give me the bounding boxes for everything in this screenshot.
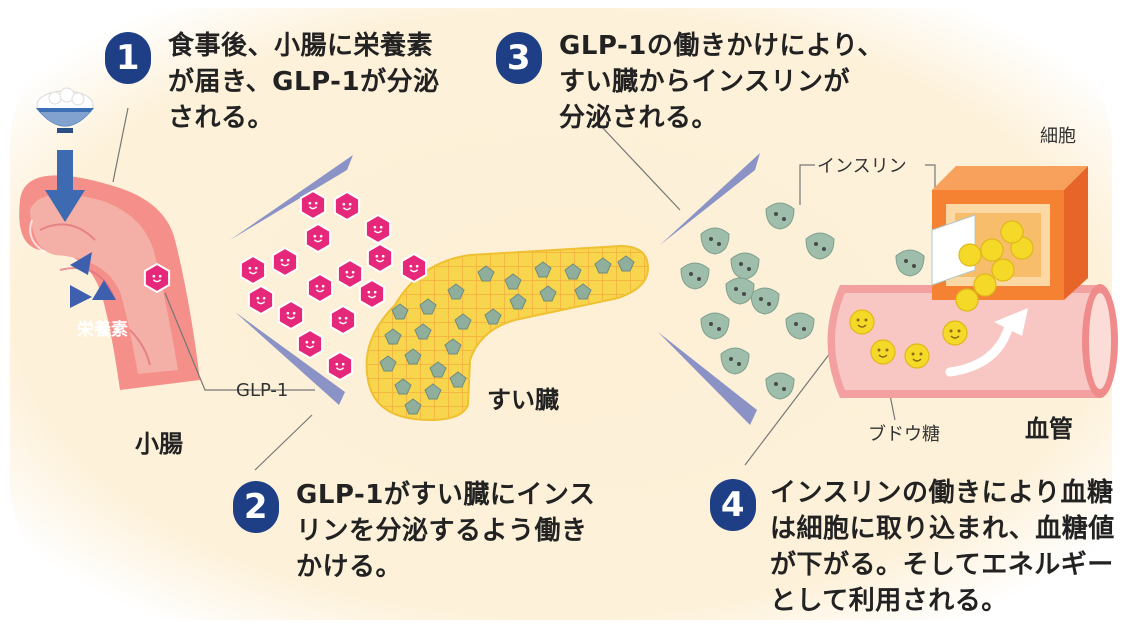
- glucose-molecule: [958, 243, 982, 267]
- insulin-molecule: [725, 277, 755, 305]
- step-1: 1 食事後、小腸に栄養素 が届き、GLP-1が分泌 される。: [105, 28, 440, 136]
- glp1-hexagon: [366, 242, 394, 274]
- step-number-badge: 2: [233, 481, 279, 533]
- step-3: 3 GLP-1の働きかけにより、 すい臓からインスリンが 分泌される。: [496, 28, 884, 136]
- small-intestine-label: 小腸: [135, 430, 183, 458]
- glp1-hexagon: [358, 278, 386, 310]
- insulin-molecule: [700, 312, 730, 340]
- funnel-left-bottom: [235, 312, 345, 405]
- step-4: 4 インスリンの働きにより血糖 は細胞に取り込まれ、血糖値 が下がる。そしてエネ…: [710, 475, 1115, 619]
- step-text-line: 食事後、小腸に栄養素: [168, 31, 434, 61]
- nutrient-triangle: [70, 252, 92, 275]
- step-text-line: 分泌される。: [559, 103, 719, 133]
- glp1-hexagon: [304, 222, 332, 254]
- pancreas-label: すい臓: [487, 386, 559, 414]
- up-arrow-head: [994, 308, 1028, 336]
- rice-bowl-icon: [36, 87, 94, 133]
- small-intestine: [19, 175, 200, 390]
- pancreas-insulin-granules: [379, 255, 635, 415]
- glp1-label: GLP-1: [236, 380, 289, 401]
- insulin-molecule: [680, 262, 710, 290]
- nutrient-triangle: [92, 280, 116, 300]
- step-text-line: GLP-1の働きかけにより、: [559, 31, 884, 61]
- step-text-line: すい臓からインスリンが: [559, 67, 850, 97]
- step-text-line: が届き、GLP-1が分泌: [168, 67, 440, 97]
- insulin-molecule: [720, 347, 750, 375]
- glp1-hexagon-group: [143, 189, 428, 382]
- cell-label: 細胞: [1040, 126, 1076, 147]
- glucose-molecule: [1000, 220, 1024, 244]
- glp1-hexagon: [336, 258, 364, 290]
- step-text-line: される。: [168, 103, 275, 133]
- glp1-hexagon: [239, 254, 267, 286]
- step-text-line: かける。: [296, 552, 403, 582]
- glucose-label: ブドウ糖: [868, 424, 940, 445]
- glucose-molecule: [870, 339, 896, 365]
- glp1-hexagon: [296, 328, 324, 360]
- step-text-line: が下がる。そしてエネルギー: [770, 550, 1114, 580]
- glp1-hexagon: [326, 350, 354, 382]
- glucose-molecule: [955, 288, 979, 312]
- background-panel: [10, 8, 1112, 620]
- insulin-molecule: [750, 287, 780, 315]
- glucose-group: [849, 220, 1034, 369]
- glucose-molecule: [973, 273, 997, 297]
- step-number-badge: 4: [710, 479, 756, 531]
- step-number-badge: 3: [496, 32, 542, 84]
- insulin-molecule: [765, 372, 795, 400]
- step-number-badge: 1: [105, 32, 151, 84]
- glp1-hexagon: [143, 262, 171, 294]
- funnel-right-top: [660, 153, 760, 245]
- insulin-label: インスリン: [817, 156, 907, 177]
- funnel-left-top: [230, 155, 353, 240]
- cell-membrane-opening: [931, 214, 976, 286]
- glucose-molecule: [904, 343, 930, 369]
- step-text-line: リンを分泌するよう働き: [296, 516, 588, 546]
- glucose-molecule: [849, 309, 875, 335]
- step-text-line: GLP-1がすい臓にインス: [296, 480, 596, 510]
- glp1-hexagon: [299, 189, 327, 221]
- step-text-line: として利用される。: [770, 586, 1008, 616]
- insulin-molecule: [730, 252, 760, 280]
- glp1-hexagon: [333, 190, 361, 222]
- glp1-hexagon: [329, 304, 357, 336]
- up-arrow-icon: [945, 317, 1015, 377]
- glucose-molecule: [980, 238, 1004, 262]
- funnel-right-bottom: [658, 332, 757, 425]
- insulin-molecule: [895, 249, 925, 277]
- glucose-molecule: [991, 258, 1015, 282]
- glp1-hexagon: [306, 272, 334, 304]
- down-arrow-icon: [45, 150, 85, 222]
- insulin-molecule: [765, 202, 795, 230]
- glucose-molecule: [942, 320, 968, 346]
- glp1-hexagon: [277, 299, 305, 331]
- insulin-molecule: [700, 227, 730, 255]
- insulin-molecule: [785, 312, 815, 340]
- glp1-hexagon: [364, 213, 392, 245]
- insulin-group: [680, 202, 925, 400]
- glp1-hexagon: [247, 284, 275, 316]
- nutrient-triangle: [70, 285, 92, 308]
- nutrients-label: 栄養素: [77, 320, 128, 340]
- step-2: 2 GLP-1がすい臓にインス リンを分泌するよう働き かける。: [233, 477, 595, 585]
- step-text-line: は細胞に取り込まれ、血糖値: [770, 514, 1115, 544]
- glp1-hexagon: [400, 252, 428, 284]
- glp1-hexagon: [271, 246, 299, 278]
- step-text-line: インスリンの働きにより血糖: [770, 478, 1114, 508]
- blood-vessel-label: 血管: [1025, 415, 1073, 443]
- insulin-molecule: [805, 232, 835, 260]
